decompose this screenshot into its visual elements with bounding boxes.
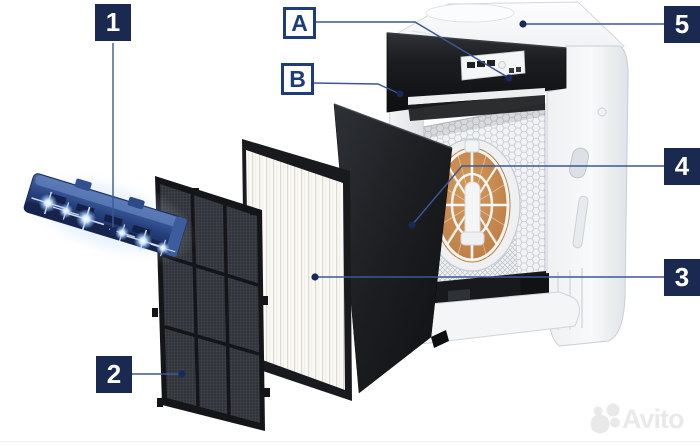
hepa-pleated-face — [246, 150, 345, 390]
hepa-filter — [242, 139, 352, 401]
line-to-b — [312, 82, 401, 95]
callout-2: 2 — [96, 356, 132, 393]
top-recess — [425, 3, 515, 23]
wheel-hub-handle — [464, 181, 481, 239]
bottom-hairline — [0, 441, 700, 442]
control-panel — [386, 32, 567, 121]
callout-a: A — [283, 7, 316, 39]
connector-dots — [109, 20, 527, 378]
watermark: Avito — [589, 403, 684, 435]
handle-slot — [569, 147, 589, 179]
watermark-text: Avito — [622, 404, 684, 434]
avito-logo-icon — [590, 403, 620, 434]
callout-4: 4 — [664, 148, 700, 185]
line-to-a — [315, 21, 510, 79]
display-indicators — [467, 60, 521, 73]
ion-generator-unit — [13, 165, 197, 267]
callout-3: 3 — [664, 259, 700, 296]
deodorizing-filter — [333, 103, 453, 394]
line-to-4 — [411, 165, 664, 226]
callout-1: 1 — [95, 4, 131, 41]
side-groove — [572, 195, 589, 249]
callout-5: 5 — [664, 6, 700, 43]
prefilter-tabs — [152, 188, 270, 407]
connector-lines — [112, 21, 664, 375]
callout-b: B — [281, 63, 314, 95]
